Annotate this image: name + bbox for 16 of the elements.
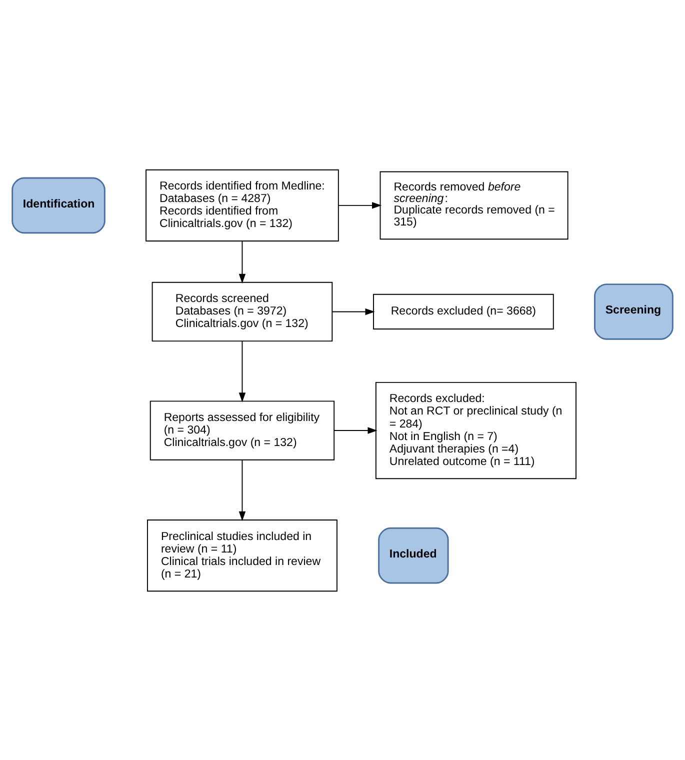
node-box: Reports assessed for eligibility (n = 304) Clinicaltrials.gov (n = 132) xyxy=(150,400,335,460)
node-box: Records excluded (n= 3668) xyxy=(373,293,554,330)
arrow xyxy=(238,459,246,521)
arrow xyxy=(338,202,382,208)
arrow xyxy=(334,426,378,434)
node-box: Records screened Databases (n = 3972) Clinicaltrials.gov (n = 132) xyxy=(152,281,333,342)
node-box: Included xyxy=(378,526,449,584)
node-box: Records removed before screening: Duplicate records removed (n = 315) xyxy=(380,170,568,240)
node-box: Preclinical studies included in review (n = 11) Clinical trials included in review (n = 21) xyxy=(147,519,338,592)
node-box: Records excluded: Not an RCT or preclinical study (n = 284) Not in English (n = 7) Adjuvant therapies (n =4) Unrelated outcome (n = 111) xyxy=(375,381,576,479)
arrow xyxy=(238,240,246,284)
arrow xyxy=(238,340,246,402)
node-box: Screening xyxy=(594,283,674,340)
node-box: Identification xyxy=(12,176,106,234)
node-box: Records identified from Medline: Databases (n = 4287) Records identified from Clinicaltrials.gov (n = 132) xyxy=(146,168,339,241)
arrow xyxy=(332,308,375,315)
